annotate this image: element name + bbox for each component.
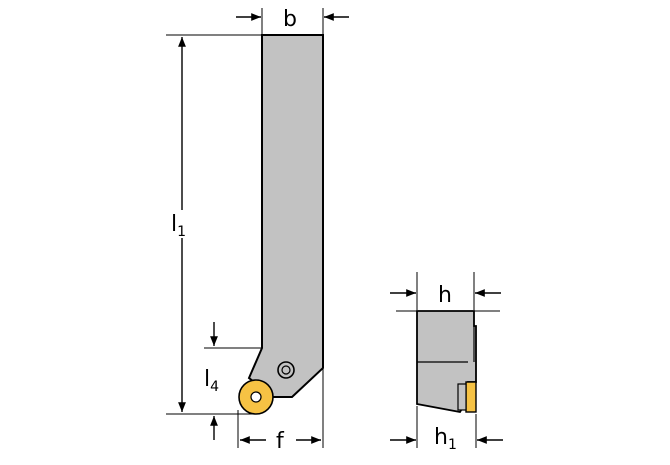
round-insert-icon	[238, 379, 274, 415]
label-l1: l1	[171, 212, 186, 240]
label-h: h	[438, 283, 452, 308]
end-view: h h1	[390, 272, 503, 453]
label-b: b	[283, 7, 297, 32]
end-view-extension-lines	[396, 272, 500, 448]
label-f: f	[276, 429, 285, 454]
insert-side-icon	[457, 381, 477, 413]
extension-lines	[166, 8, 324, 448]
clamp-screw-icon	[277, 361, 295, 379]
label-l4: l4	[204, 367, 219, 395]
holder-shank	[247, 34, 324, 398]
label-h1: h1	[434, 425, 457, 453]
side-view: b l1 l4 f	[166, 7, 349, 454]
